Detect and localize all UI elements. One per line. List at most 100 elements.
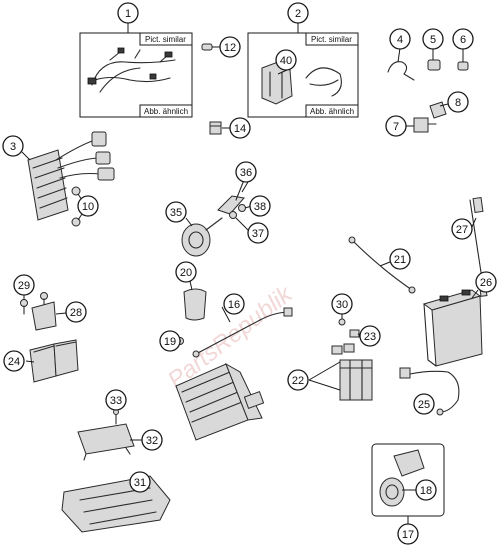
svg-text:29: 29 [18,280,30,292]
callout-16: 16 [223,293,245,315]
svg-text:22: 22 [292,375,304,387]
part-29-screws [20,292,48,315]
part-18-bulb-socket [379,449,425,507]
svg-text:19: 19 [164,336,176,348]
callout-8: 8 [447,91,469,113]
callout-38: 38 [249,195,271,217]
callout-6: 6 [452,28,474,50]
svg-text:5: 5 [430,34,436,46]
svg-text:23: 23 [364,331,376,343]
svg-text:32: 32 [146,435,158,447]
callout-19: 19 [159,330,181,352]
callout-27: 27 [451,218,473,240]
svg-text:4: 4 [397,34,403,46]
callout-24: 24 [3,350,25,372]
svg-text:1: 1 [125,8,131,20]
svg-text:25: 25 [418,399,430,411]
part-32-bracket [77,423,135,461]
svg-text:28: 28 [70,307,82,319]
callout-26: 26 [475,271,497,293]
box-2-subharness: Pict. similar Abb. ähnlich [247,23,359,118]
svg-text:12: 12 [224,42,236,54]
callout-37: 37 [247,222,269,244]
callout-4: 4 [389,28,411,50]
part-20-terminal-cover [183,288,207,321]
box-2-top-label: Pict. similar [311,35,352,44]
svg-text:10: 10 [82,201,94,213]
callout-30: 30 [331,293,353,315]
callout-33: 33 [105,389,127,411]
part-31-battery-tray [61,475,171,533]
part-33-screw [113,409,119,425]
part-6-clip [457,61,469,71]
part-8-bracket [429,101,447,119]
svg-text:6: 6 [460,34,466,46]
part-3-voltage-regulator [27,131,115,221]
part-4-cable-tie [387,61,415,81]
callout-5: 5 [422,28,444,50]
part-28-cover [31,301,57,331]
part-25-ground-cable [399,367,460,416]
svg-text:3: 3 [10,141,16,153]
part-12-clip [201,43,213,51]
svg-text:8: 8 [455,97,461,109]
svg-text:27: 27 [456,224,468,236]
svg-text:38: 38 [254,201,266,213]
callout-35: 35 [165,201,187,223]
svg-text:18: 18 [420,485,432,497]
svg-text:21: 21 [394,254,406,266]
svg-text:20: 20 [180,267,192,279]
callout-29: 29 [13,274,35,296]
callout-32: 32 [141,429,163,451]
svg-text:26: 26 [480,277,492,289]
svg-text:31: 31 [134,477,146,489]
callout-20: 20 [175,261,197,283]
part-7-relay [413,117,437,133]
svg-text:17: 17 [402,529,414,541]
svg-text:40: 40 [280,55,292,67]
svg-text:35: 35 [170,207,182,219]
part-14-relay-holder [209,121,222,135]
part-16-starter-cable [192,307,293,358]
part-35-horn [181,217,223,257]
callout-40: 40 [275,49,297,71]
part-22-relay-block [331,343,373,401]
callout-17: 17 [397,523,419,545]
callout-2: 2 [287,2,309,24]
box-1-top-label: Pict. similar [145,35,186,44]
part-21-battery-cable [348,236,416,294]
svg-text:36: 36 [240,167,252,179]
box-1-bottom-label: Abb. ähnlich [144,107,188,116]
callout-12: 12 [219,36,241,58]
callout-10: 10 [77,195,99,217]
part-37-nut [229,211,237,219]
svg-text:2: 2 [295,8,301,20]
svg-text:33: 33 [110,395,122,407]
callout-1: 1 [117,2,139,24]
callout-14: 14 [229,117,251,139]
callout-28: 28 [65,301,87,323]
starter-motor [175,362,265,441]
callout-7: 7 [385,115,407,137]
callout-3: 3 [2,135,24,157]
svg-text:7: 7 [393,121,399,133]
callout-31: 31 [129,471,151,493]
callout-22: 22 [287,369,309,391]
part-26-battery [422,289,483,367]
part-38-nut [238,204,246,212]
callout-21: 21 [389,248,411,270]
part-30-screw [338,318,346,326]
part-5-plug [427,59,441,71]
svg-text:16: 16 [228,299,240,311]
svg-text:14: 14 [234,123,246,135]
part-36-horn-bracket [217,179,245,215]
callout-36: 36 [235,161,257,183]
svg-text:30: 30 [336,299,348,311]
part-23-relay-clip [349,329,360,338]
svg-text:24: 24 [8,356,20,368]
part-24-fuse-box [29,339,79,383]
svg-text:37: 37 [252,228,264,240]
box-1-harness: Pict. similar Abb. ähnlich [79,23,193,118]
